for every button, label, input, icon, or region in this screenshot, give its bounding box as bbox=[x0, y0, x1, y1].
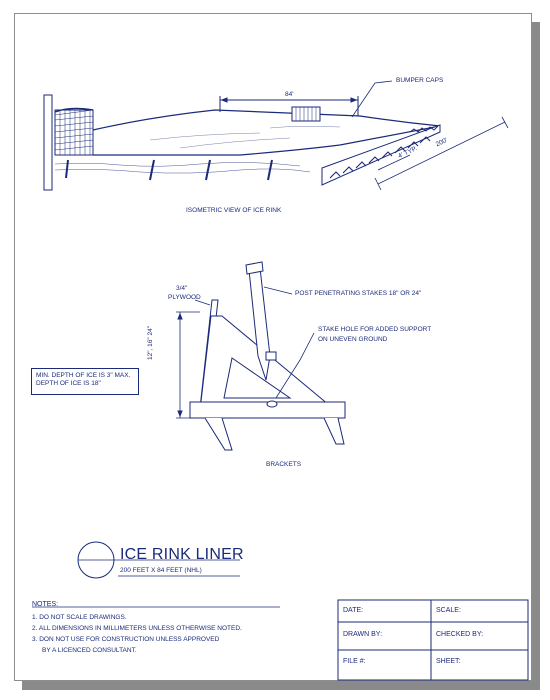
note-2: 2. ALL DIMENSIONS IN MILLIMETERS UNLESS … bbox=[32, 625, 242, 632]
drawn-by-field-label: DRAWN BY: bbox=[343, 631, 383, 638]
ice-depth-callout: MIN. DEPTH OF ICE IS 3" MAX. DEPTH OF IC… bbox=[31, 368, 139, 395]
bracket-base bbox=[189, 401, 346, 419]
ice-depth-line-1: MIN. DEPTH OF ICE IS 3" MAX. bbox=[36, 372, 131, 379]
info-grid bbox=[337, 599, 529, 681]
dim-4typ-line bbox=[377, 154, 411, 171]
sheet-field-label: SHEET: bbox=[436, 658, 461, 665]
drawing-subtitle: 200 FEET X 84 FEET (NHL) bbox=[120, 567, 202, 574]
dim-84-line bbox=[219, 96, 359, 116]
file-no-field-label: FILE #: bbox=[343, 658, 366, 665]
rink-back-edge bbox=[92, 109, 441, 131]
drawing-title: ICE RINK LINER bbox=[120, 546, 244, 563]
stake-hole-label-1: STAKE HOLE FOR ADDED SUPPORT bbox=[318, 326, 432, 333]
notes-heading: NOTES: bbox=[32, 601, 59, 608]
left-goal-net bbox=[54, 107, 94, 156]
dim-200-line bbox=[374, 116, 509, 191]
date-field-label: DATE: bbox=[343, 607, 364, 614]
rink-front-edge bbox=[93, 125, 441, 156]
height-dim-label: 12", 16" 24" bbox=[147, 325, 154, 360]
center-goal bbox=[291, 106, 321, 122]
bumper-caps-label: BUMPER CAPS bbox=[396, 77, 444, 84]
note-3-continued: BY A LICENCED CONSULTANT. bbox=[42, 647, 137, 654]
note-1: 1. DO NOT SCALE DRAWINGS. bbox=[32, 614, 127, 621]
stake-hole-leader bbox=[275, 332, 315, 399]
height-dim-line bbox=[176, 311, 200, 419]
rink-caption: ISOMETRIC VIEW OF ICE RINK bbox=[186, 207, 282, 214]
stake-hole-label-2: ON UNEVEN GROUND bbox=[318, 336, 388, 343]
scale-field-label: SCALE: bbox=[436, 607, 461, 614]
ice-depth-line-2: DEPTH OF ICE IS 18" bbox=[36, 380, 101, 387]
plywood-label: PLYWOOD bbox=[168, 294, 201, 301]
post-stakes-label: POST PENETRATING STAKES 18" OR 24" bbox=[295, 290, 422, 297]
dim-84-label: 84' bbox=[285, 91, 294, 98]
bracket-cutout bbox=[223, 357, 292, 399]
bumper-caps-leader bbox=[351, 80, 393, 118]
stake-leader bbox=[263, 286, 293, 295]
rink-left-post bbox=[43, 94, 53, 191]
note-3: 3. DON NOT USE FOR CONSTRUCTION UNLESS A… bbox=[32, 636, 220, 643]
plywood-size-label: 3/4" bbox=[176, 285, 188, 292]
brackets-caption: BRACKETS bbox=[266, 461, 302, 468]
checked-by-field-label: CHECKED BY: bbox=[436, 631, 484, 638]
stake-hole bbox=[266, 400, 278, 408]
